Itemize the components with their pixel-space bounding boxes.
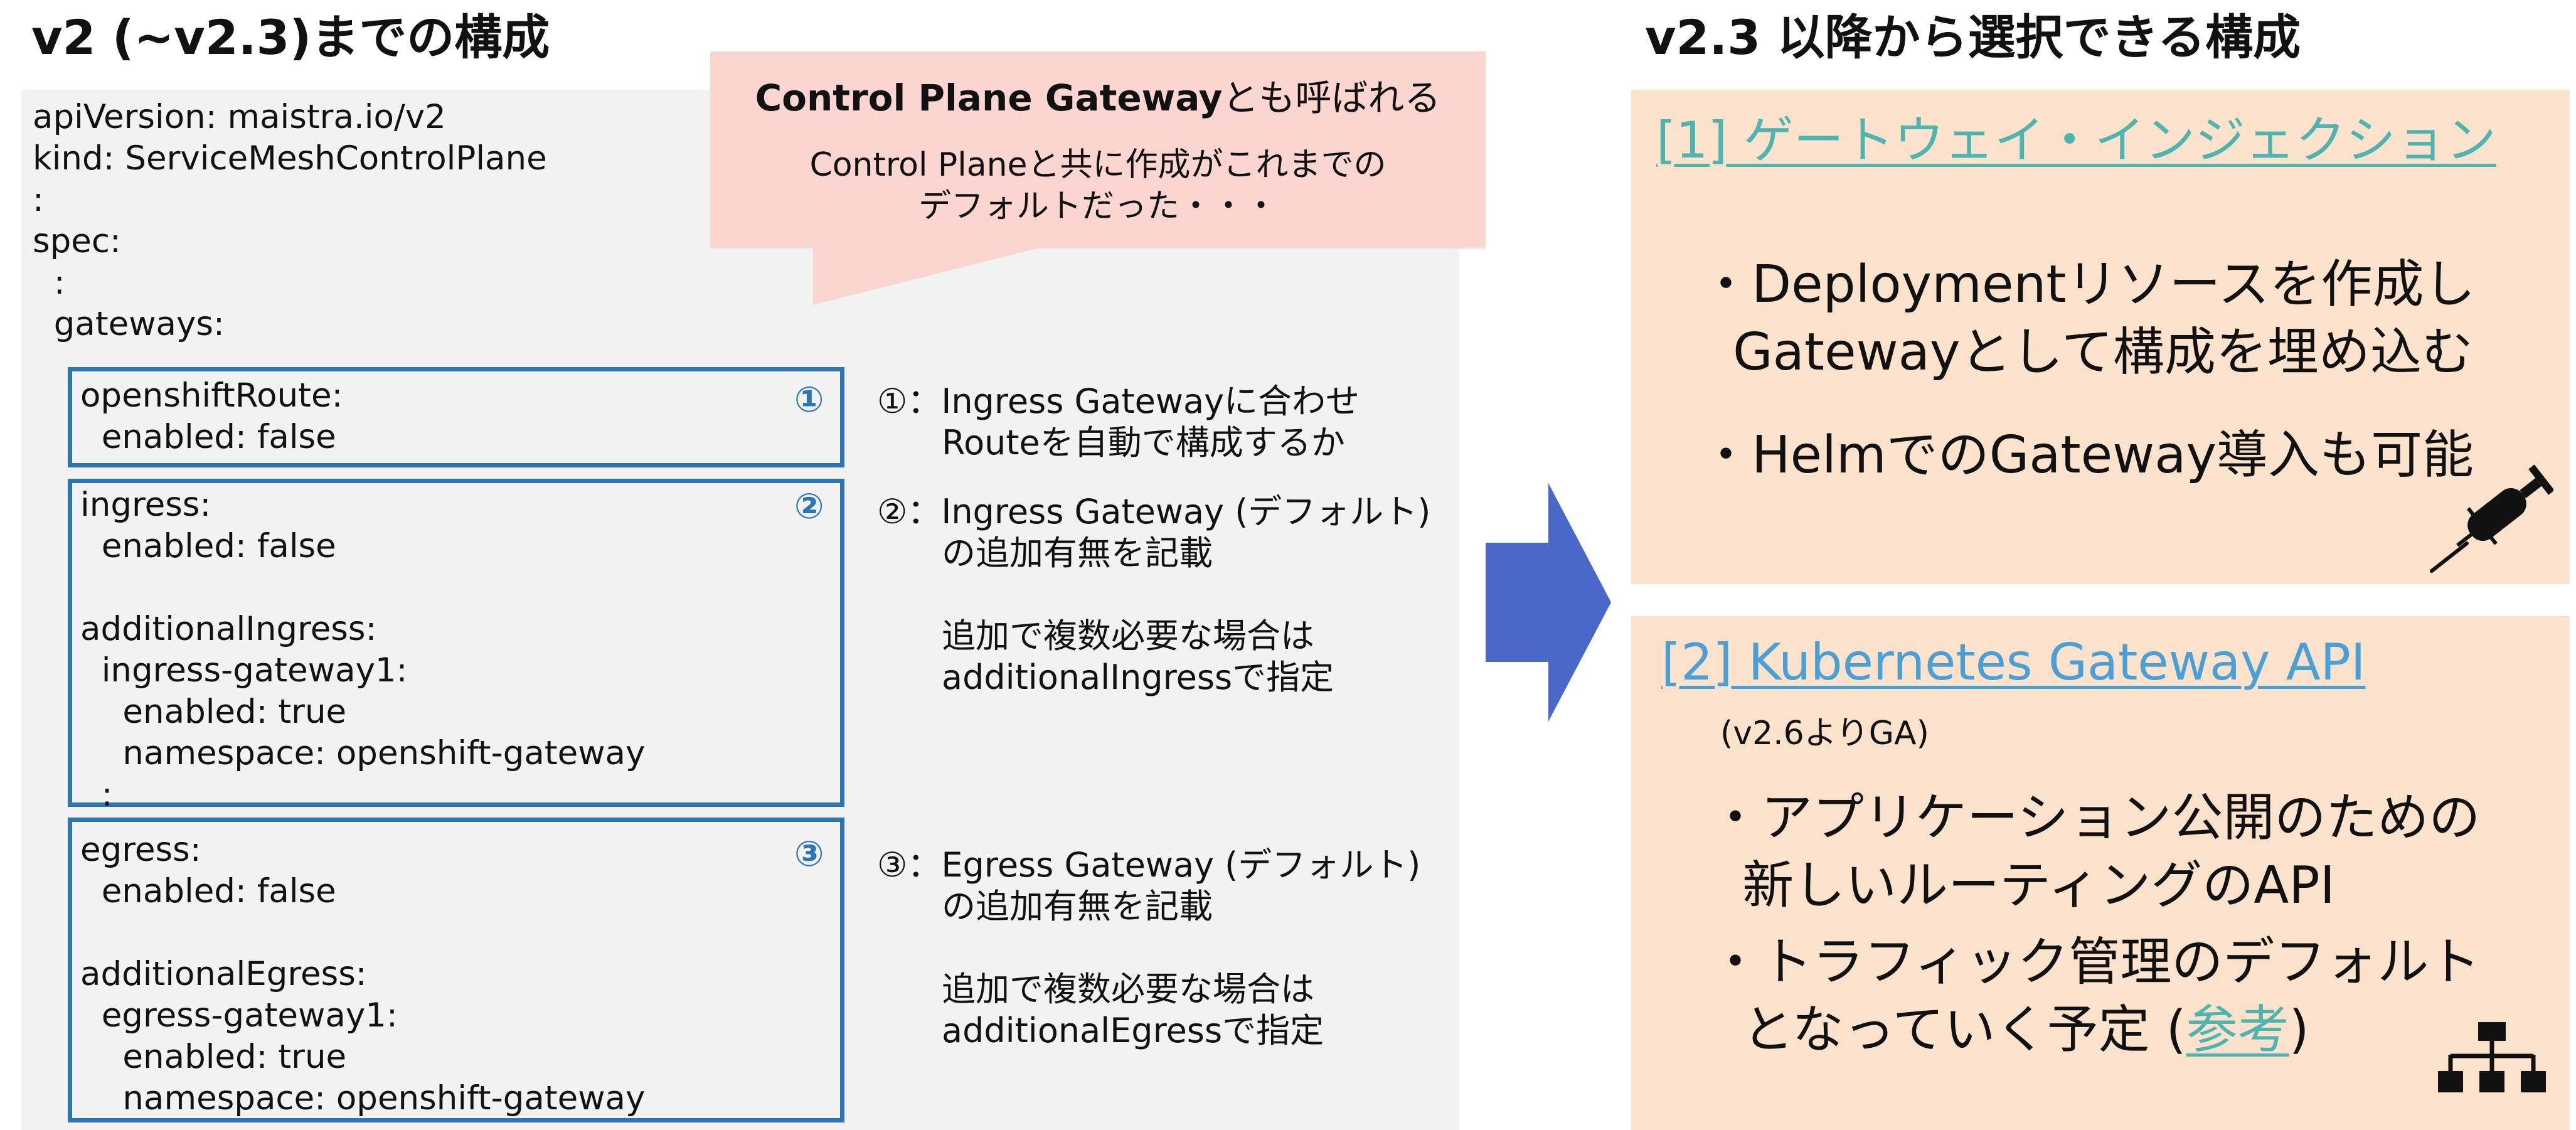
gateway-injection-title[interactable]: [1] ゲートウェイ・インジェクション — [1656, 113, 2496, 168]
callout-title: Control Plane Gatewayとも呼ばれる — [710, 73, 1486, 123]
note-1: ①：Ingress Gatewayに合わせ Routeを自動で構成するか — [877, 381, 1360, 462]
gateway-api-bullet-1: ・アプリケーション公開のための 新しいルーティングのAPI — [1710, 788, 2481, 915]
ingress-code: ingress: enabled: false additionalIngres… — [80, 486, 646, 814]
bullet-2-text: ・トラフィック管理のデフォルト となっていく予定 ( — [1710, 932, 2481, 1060]
callout-bubble: Control Plane Gatewayとも呼ばれる Control Plan… — [710, 51, 1486, 248]
left-heading: v2 (~v2.3)までの構成 — [31, 9, 550, 65]
gateway-api-title[interactable]: [2] Kubernetes Gateway API — [1661, 635, 2365, 690]
note-2: ②：Ingress Gateway (デフォルト) の追加有無を記載 追加で複数… — [877, 492, 1431, 697]
right-heading: v2.3 以降から選択できる構成 — [1645, 9, 2301, 65]
box-number-1: ① — [794, 380, 824, 420]
gateway-api-link[interactable]: [2] Kubernetes Gateway API — [1661, 633, 2366, 691]
injection-bullet-2: ・HelmでのGateway導入も可能 — [1700, 425, 2474, 485]
callout-title-bold: Control Plane Gateway — [755, 77, 1223, 119]
callout-title-rest: とも呼ばれる — [1222, 77, 1441, 119]
transition-arrow-icon — [1486, 483, 1611, 722]
box-number-3: ③ — [794, 834, 824, 875]
gateway-api-bullet-2: ・トラフィック管理のデフォルト となっていく予定 (参考) — [1710, 929, 2480, 1064]
egress-code: egress: enabled: false additionalEgress:… — [80, 831, 646, 1117]
note-3: ③：Egress Gateway (デフォルト) の追加有無を記載 追加で複数必… — [877, 845, 1421, 1050]
ga-version-note: (v2.6よりGA) — [1720, 715, 1929, 752]
gateway-injection-link[interactable]: [1] ゲートウェイ・インジェクション — [1656, 111, 2496, 169]
gateway-api-panel — [1631, 616, 2570, 1130]
callout-body: Control Planeと共に作成がこれまでの デフォルトだった・・・ — [809, 146, 1386, 225]
injection-bullet-1: ・Deploymentリソースを作成し Gatewayとして構成を埋め込む — [1700, 255, 2476, 382]
reference-link[interactable]: 参考 — [2186, 1000, 2289, 1060]
gateway-injection-panel — [1631, 90, 2570, 584]
ingress-box — [68, 479, 844, 807]
syringe-icon — [2430, 464, 2553, 573]
openshift-route-code: openshiftRoute: enabled: false — [80, 376, 343, 456]
openshift-route-box — [68, 367, 844, 467]
bullet-2-close: ) — [2289, 1000, 2309, 1060]
box-number-2: ② — [794, 486, 824, 527]
callout-tail — [813, 245, 1051, 305]
yaml-code-header: apiVersion: maistra.io/v2 kind: ServiceM… — [33, 98, 547, 343]
egress-box — [68, 818, 844, 1122]
hierarchy-icon — [2438, 1022, 2546, 1092]
